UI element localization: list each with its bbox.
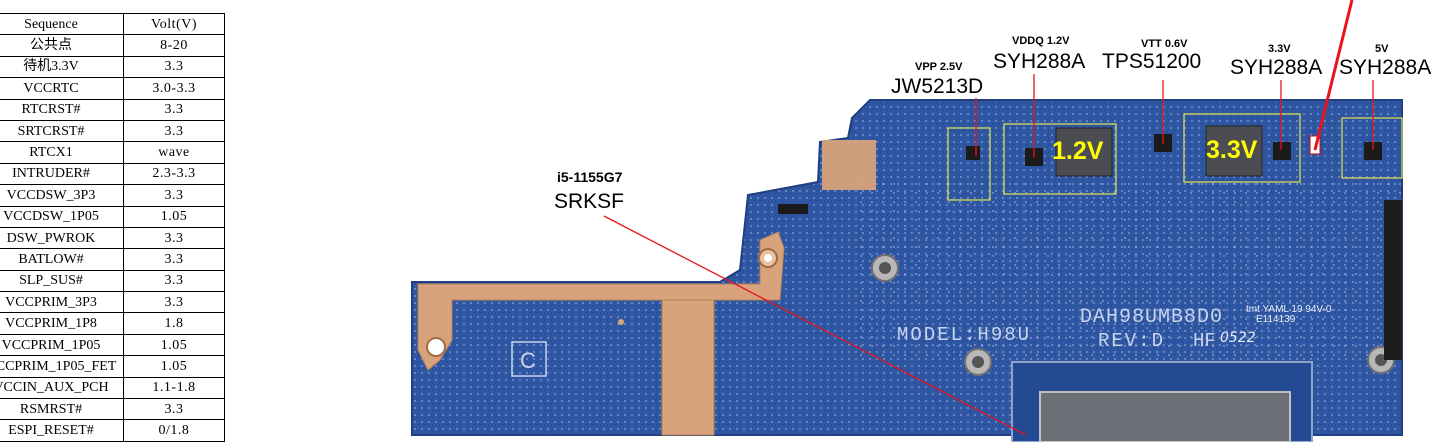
sequence-cell: VCCRTC bbox=[0, 77, 124, 100]
v33-chip-label: SYH288A bbox=[1230, 56, 1323, 79]
sequence-cell: RSMRST# bbox=[0, 398, 124, 421]
voltage-cell: 1.05 bbox=[123, 355, 225, 378]
sequence-cell: VCCPRIM_1P05_FET bbox=[0, 355, 124, 378]
board-rev-text: REV:D bbox=[1098, 330, 1165, 352]
vddq-chip-label: SYH288A bbox=[993, 50, 1086, 73]
m2-outline bbox=[511, 341, 547, 377]
motherboard-photo: C bbox=[411, 0, 1403, 442]
pointer-cpu bbox=[603, 215, 1027, 436]
board-handwritten-code: 0522 bbox=[1220, 330, 1256, 346]
vpp-chip-label: JW5213D bbox=[891, 75, 984, 98]
table-row: BATLOW#3.3 bbox=[0, 248, 225, 271]
vtt-voltage-label: VTT 0.6V bbox=[1141, 38, 1188, 50]
sequence-cell: VCCPRIM_3P3 bbox=[0, 291, 124, 314]
board-pn-text: DAH98UMB8D0 bbox=[1080, 306, 1223, 329]
v5-chip-label: SYH288A bbox=[1339, 56, 1431, 79]
m2-c-mark: C bbox=[520, 348, 536, 373]
copper-pad-vertical bbox=[661, 299, 715, 436]
table-row: ESPI_RESET#0/1.8 bbox=[0, 419, 225, 442]
overlay-3v3: 3.3V bbox=[1206, 136, 1258, 164]
cpu-code-label: SRKSF bbox=[554, 190, 625, 213]
sequence-cell: VCCDSW_3P3 bbox=[0, 184, 124, 207]
table-row: RSMRST#3.3 bbox=[0, 398, 225, 421]
pcb-dot-texture bbox=[860, 180, 1402, 360]
mount-hole-pad bbox=[426, 337, 446, 357]
vpp-voltage-label: VPP 2.5V bbox=[915, 61, 963, 73]
voltage-cell: 8-20 bbox=[123, 34, 225, 57]
v33-voltage-label: 3.3V bbox=[1268, 43, 1291, 55]
board-hf-text: HF bbox=[1193, 330, 1216, 352]
copper-pad-top bbox=[822, 140, 876, 190]
voltage-cell: 3.3 bbox=[123, 291, 225, 314]
sequence-cell: 待机3.3V bbox=[0, 55, 124, 79]
board-model-text: MODEL:H98U bbox=[897, 324, 1031, 346]
voltage-cell: 3.3 bbox=[123, 226, 225, 250]
cpu-model-label: i5-1155G7 bbox=[557, 169, 623, 185]
v5-voltage-label: 5V bbox=[1375, 43, 1389, 55]
voltage-cell: 3.3 bbox=[123, 119, 225, 143]
pointer-top-red bbox=[1313, 0, 1354, 151]
voltage-cell: 0/1.8 bbox=[123, 419, 225, 442]
voltage-cell: 1.8 bbox=[123, 312, 225, 335]
table-row: RTCRST#3.3 bbox=[0, 98, 225, 121]
sequence-cell: ESPI_RESET# bbox=[0, 419, 124, 442]
sequence-cell: VCCPRIM_1P05 bbox=[0, 333, 124, 357]
overlay-1v2: 1.2V bbox=[1052, 137, 1104, 165]
board-e-code: E114139 bbox=[1256, 314, 1296, 325]
vtt-chip-label: TPS51200 bbox=[1102, 50, 1202, 73]
vddq-voltage-label: VDDQ 1.2V bbox=[1012, 35, 1070, 47]
sequence-cell: RTCX1 bbox=[0, 141, 124, 164]
sequence-cell: RTCRST# bbox=[0, 98, 124, 121]
board-yaml-text: tmt YAML 19 94V-0 bbox=[1246, 304, 1332, 315]
sequence-cell: BATLOW# bbox=[0, 248, 124, 271]
copper-pad-strip bbox=[417, 231, 785, 371]
